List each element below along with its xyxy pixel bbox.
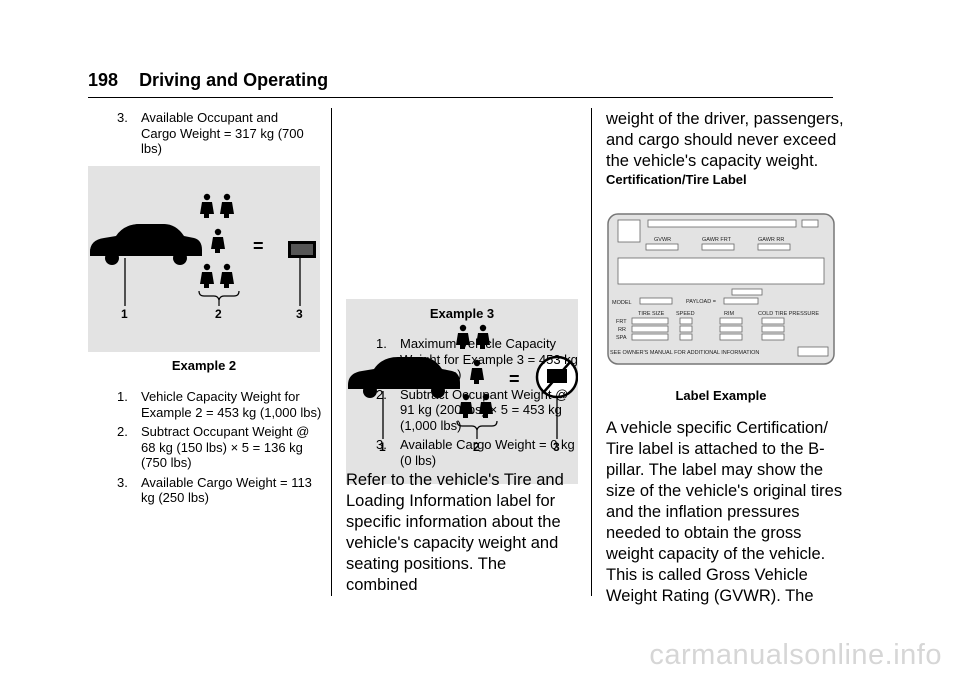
item-text: Available Cargo Weight = 0 kg (0 lbs)	[400, 437, 575, 468]
label-example-caption: Label Example	[675, 388, 767, 403]
column-divider-1	[331, 108, 332, 596]
occupant-icons	[200, 193, 234, 288]
equals-operator: =	[253, 236, 264, 256]
example-2-figure: – = 1 2 3	[88, 166, 320, 352]
no-cargo-icon	[535, 355, 579, 439]
header-rule	[88, 97, 833, 98]
item-text: Subtract Occupant Weight @ 91 kg (200 lb…	[400, 386, 569, 433]
occupant-icon	[220, 193, 234, 218]
list-item: 2. Subtract Occupant Weight @ 68 kg (150…	[117, 424, 323, 471]
callout-3: 3	[553, 440, 560, 454]
occupant-icon	[211, 228, 225, 253]
item-text: Subtract Occupant Weight @ 68 kg (150 lb…	[141, 424, 310, 470]
label-model: MODEL	[612, 300, 632, 306]
label-gawr-frt: GAWR FRT	[702, 237, 732, 243]
occupant-icon	[470, 359, 484, 384]
minus-operator: –	[183, 234, 193, 254]
item-number: 3.	[376, 437, 387, 452]
example-3-figure: – = 1 2 3	[346, 299, 579, 484]
equals-operator: =	[509, 369, 520, 389]
list-item: 3. Available Cargo Weight = 113 kg (250 …	[117, 475, 323, 506]
car-icon	[90, 224, 202, 306]
label-gvwr: GVWR	[654, 237, 671, 243]
example-3-caption: Example 3	[429, 306, 495, 321]
intro-list-item: 3. Available Occupant and Cargo Weight =…	[117, 110, 317, 161]
label-frt: FRT	[616, 319, 627, 325]
watermark: carmanualsonline.info	[649, 639, 942, 671]
example-3-list: 1. Maximum Vehicle Capacity Weight for E…	[376, 336, 582, 472]
page-number: 198	[88, 70, 119, 90]
example-2-list: 1. Vehicle Capacity Weight for Example 2…	[117, 389, 323, 510]
callout-2: 2	[215, 307, 222, 321]
occupant-icon	[456, 324, 470, 349]
body-paragraph: Refer to the vehicle's Tire and Loading …	[346, 471, 564, 594]
label-rim: RIM	[724, 311, 735, 317]
item-text: Maximum Vehicle Capacity Weight for Exam…	[400, 336, 578, 382]
list-item: 2. Subtract Occupant Weight @ 91 kg (200…	[376, 387, 582, 434]
certification-subheading: Certification/Tire Label	[606, 172, 747, 187]
occupant-icon	[479, 393, 493, 418]
label-gawr-rr: GAWR RR	[758, 237, 784, 243]
label-footer: SEE OWNER'S MANUAL FOR ADDITIONAL INFORM…	[610, 350, 759, 356]
callout-1: 1	[121, 307, 128, 321]
item-number: 3.	[117, 110, 128, 125]
list-item: 1. Maximum Vehicle Capacity Weight for E…	[376, 336, 582, 383]
certification-label-figure: GVWR GAWR FRT GAWR RR MODEL PAYLOAD = TI…	[606, 212, 836, 368]
item-number: 1.	[117, 389, 128, 404]
occupant-icon	[200, 263, 214, 288]
label-payload: PAYLOAD =	[686, 299, 716, 305]
example-2-illustration: – = 1 2 3	[90, 193, 316, 321]
list-item: 3. Available Cargo Weight = 0 kg (0 lbs)	[376, 437, 582, 468]
certification-label-illustration: GVWR GAWR FRT GAWR RR MODEL PAYLOAD = TI…	[607, 213, 835, 365]
occupant-icon	[200, 193, 214, 218]
label-cold-tire-pressure: COLD TIRE PRESSURE	[758, 311, 819, 317]
label-tire-size: TIRE SIZE	[638, 311, 665, 317]
section-title: Driving and Operating	[139, 70, 329, 90]
example-3-illustration: – = 1 2 3	[348, 324, 579, 454]
item-text: Vehicle Capacity Weight for Example 2 = …	[141, 389, 322, 420]
occupant-icon	[220, 263, 234, 288]
body-paragraph-continued: weight of the driver, passengers, and ca…	[606, 110, 844, 170]
label-spa: SPA	[616, 335, 627, 341]
item-text: Available Occupant and Cargo Weight = 31…	[141, 110, 304, 156]
item-number: 2.	[376, 386, 387, 402]
car-icon	[348, 357, 460, 439]
label-description-paragraph: A vehicle specific Certification/ Tire l…	[606, 419, 843, 605]
occupant-bracket	[198, 290, 240, 301]
minus-operator: –	[432, 369, 442, 389]
item-text: Available Cargo Weight = 113 kg (250 lbs…	[141, 474, 312, 506]
example-2-caption: Example 2	[171, 358, 237, 373]
item-number: 1.	[376, 336, 387, 351]
list-item: 1. Vehicle Capacity Weight for Example 2…	[117, 389, 323, 420]
occupant-icon	[459, 393, 473, 418]
callout-3: 3	[296, 307, 303, 321]
callout-1: 1	[379, 440, 386, 454]
label-speed: SPEED	[676, 311, 695, 317]
callout-2: 2	[473, 440, 480, 454]
page-header: 198 Driving and Operating	[88, 70, 328, 91]
label-rr: RR	[618, 327, 626, 333]
cargo-icon	[288, 241, 316, 306]
column-divider-2	[591, 108, 592, 596]
item-number: 2.	[117, 424, 128, 439]
occupant-icons	[456, 324, 493, 418]
item-number: 3.	[117, 474, 128, 490]
occupant-icon	[476, 324, 490, 349]
